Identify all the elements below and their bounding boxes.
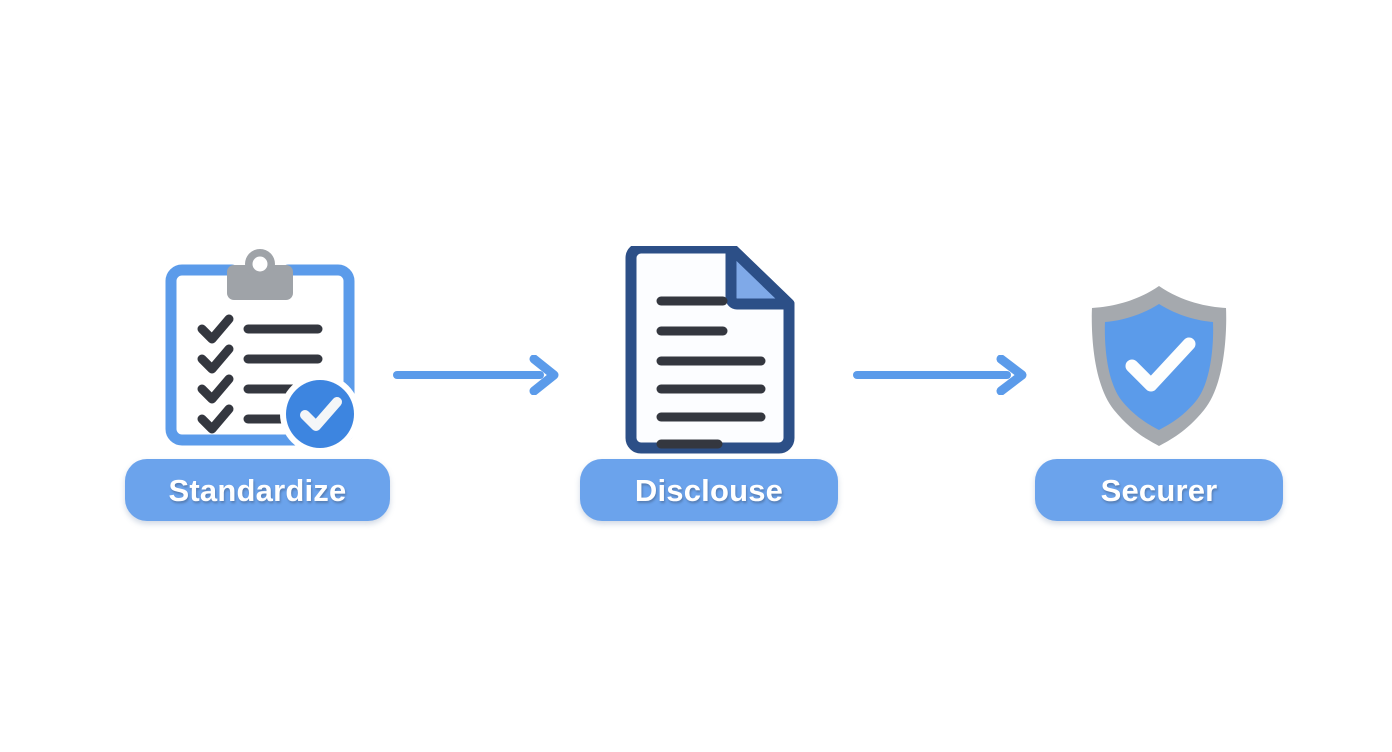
- step-label-pill-standardize[interactable]: Standardize: [125, 459, 390, 521]
- step-label-text: Standardize: [168, 472, 347, 508]
- document-lines-icon: [613, 242, 803, 461]
- process-step-disclouse[interactable]: Disclouse: [580, 242, 838, 521]
- shield-check-icon: [1084, 282, 1234, 457]
- process-step-securer[interactable]: Securer: [1035, 282, 1283, 521]
- step-label-text: Securer: [1100, 472, 1218, 508]
- step-label-pill-securer[interactable]: Securer: [1035, 459, 1283, 521]
- step-label-pill-disclouse[interactable]: Disclouse: [580, 459, 838, 521]
- connector-arrow-2: [852, 354, 1032, 400]
- step-label-text: Disclouse: [634, 472, 784, 508]
- clipboard-checklist-icon: [160, 243, 360, 463]
- process-step-standardize[interactable]: Standardize: [125, 243, 390, 521]
- connector-arrow-1: [392, 354, 562, 400]
